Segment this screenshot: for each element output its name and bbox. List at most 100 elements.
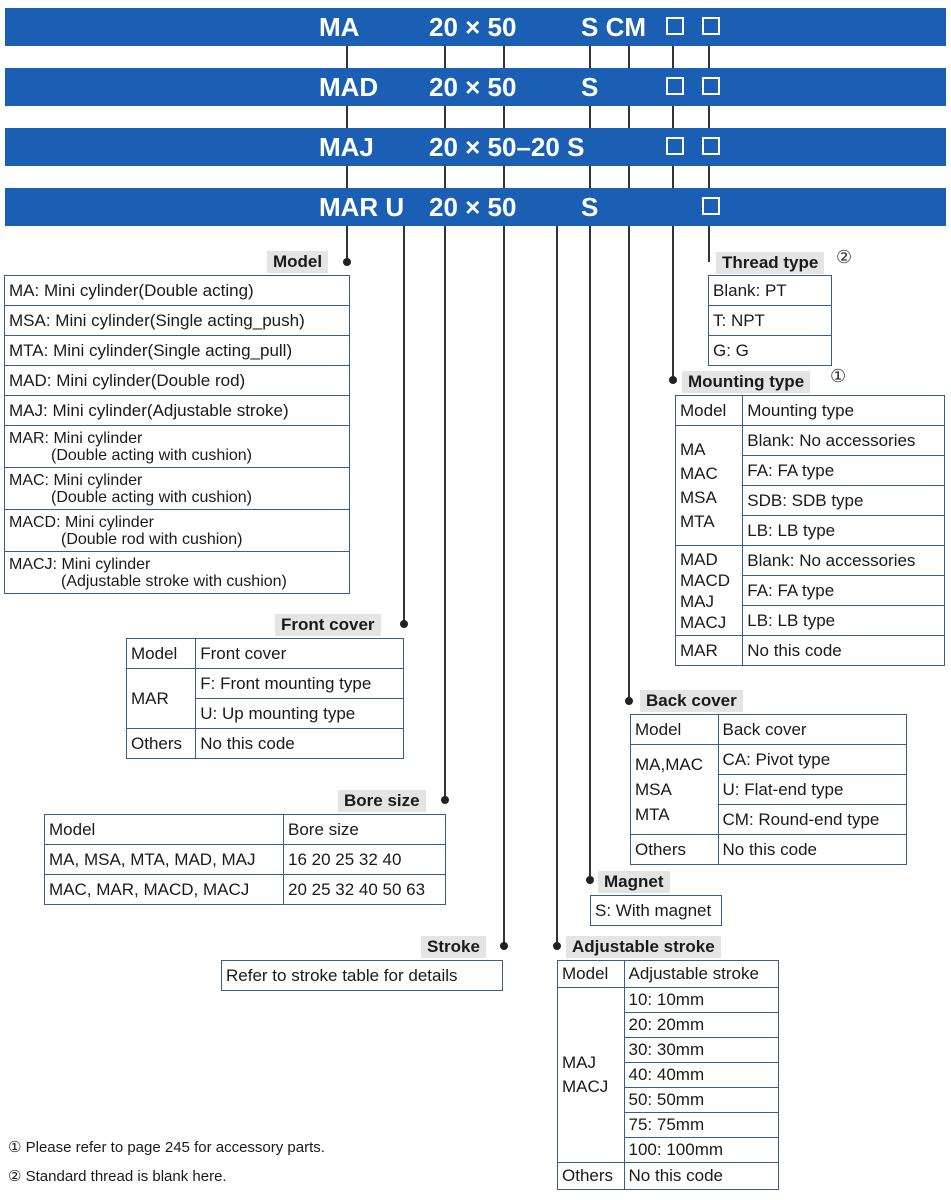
stroke-value: Refer to stroke table for details <box>221 960 503 991</box>
leader-line <box>672 46 674 68</box>
code-size: 20 × 50 <box>429 12 517 42</box>
leader-line <box>444 46 446 68</box>
mounting-models-group2: MAD MACD MAJ MACJ <box>674 545 744 636</box>
leader-mounting-type <box>672 226 674 380</box>
code-row-ma: MA 20 × 50 S CM <box>5 8 946 46</box>
code-size: 20 × 50–20 S <box>429 132 585 162</box>
leader-line <box>628 166 630 188</box>
leader-line <box>444 166 446 188</box>
back-others-value: No this code <box>717 834 907 865</box>
thread-item: Blank: PT <box>708 275 832 306</box>
leader-thread-type <box>708 226 710 262</box>
magnet-label: Magnet <box>598 871 670 893</box>
magnet-table: S: With magnet <box>590 895 722 926</box>
adj-value: 10: 10mm <box>623 987 780 1013</box>
adj-value: 30: 30mm <box>623 1037 780 1063</box>
mounting-value: LB: LB type <box>742 605 945 636</box>
mounting-type-table: Model Mounting type MA MAC MSA MTA Blank… <box>674 395 945 666</box>
bore-header-model: Model <box>44 814 284 845</box>
front-header-value: Front cover <box>195 638 404 669</box>
leader-dot <box>400 620 408 628</box>
code-suffix: S <box>581 72 599 102</box>
adj-others-value: No this code <box>623 1162 780 1190</box>
bore-value: 20 25 32 40 50 63 <box>283 874 446 905</box>
leader-line <box>346 166 348 188</box>
code-row-maj: MAJ 20 × 50–20 S <box>5 128 946 166</box>
leader-line <box>503 166 505 188</box>
mounting-value: FA: FA type <box>742 575 945 606</box>
leader-dot <box>553 942 561 950</box>
leader-line <box>589 166 591 188</box>
model-item: MAJ: Mini cylinder(Adjustable stroke) <box>4 395 350 426</box>
back-value: U: Flat-end type <box>717 774 907 805</box>
thread-type-label: Thread type <box>716 252 825 274</box>
model-item: MAD: Mini cylinder(Double rod) <box>4 365 350 396</box>
model-label: Model <box>267 251 329 273</box>
code-slot-box <box>666 17 684 35</box>
code-size: 20 × 50 <box>429 192 517 222</box>
note-marker: ② <box>836 247 853 267</box>
code-slot-box <box>666 137 684 155</box>
front-value: F: Front mounting type <box>195 668 404 699</box>
front-model: MAR <box>125 668 197 729</box>
mounting-type-label: Mounting type <box>682 371 811 393</box>
leader-line <box>672 106 674 128</box>
leader-magnet <box>589 226 591 878</box>
code-row-mar: MAR U 20 × 50 S <box>5 188 946 226</box>
front-cover-table: Model Front cover MAR F: Front mounting … <box>125 638 404 759</box>
model-item: MAC: Mini cylinder (Double acting with c… <box>4 467 350 510</box>
mounting-value: SDB: SDB type <box>742 485 945 516</box>
leader-line <box>672 166 674 188</box>
model-item: MACJ: Mini cylinder (Adjustable stroke w… <box>4 551 350 594</box>
footnote: ① Please refer to page 245 for accessory… <box>8 1139 325 1156</box>
stroke-table: Refer to stroke table for details <box>221 960 503 991</box>
thread-item: G: G <box>708 335 832 366</box>
leader-adjustable-stroke <box>556 226 558 946</box>
adjustable-stroke-label: Adjustable stroke <box>566 936 721 958</box>
model-item: MSA: Mini cylinder(Single acting_push) <box>4 305 350 336</box>
adj-models: MAJ MACJ <box>557 987 625 1163</box>
adj-value: 75: 75mm <box>623 1112 780 1138</box>
magnet-value: S: With magnet <box>590 895 722 926</box>
leader-line <box>346 106 348 128</box>
back-header-model: Model <box>630 714 719 745</box>
code-model: MAR U <box>319 192 405 222</box>
adj-header-model: Model <box>557 960 625 988</box>
model-table: MA: Mini cylinder(Double acting) MSA: Mi… <box>4 275 350 594</box>
leader-dot <box>500 942 508 950</box>
leader-line <box>589 106 591 128</box>
back-cover-table: Model Back cover MA,MAC MSA MTA CA: Pivo… <box>630 714 907 865</box>
leader-stroke <box>503 226 505 946</box>
footnote: ② Standard thread is blank here. <box>8 1168 227 1185</box>
leader-line <box>444 106 446 128</box>
leader-line <box>628 106 630 128</box>
mounting-models-group1: MA MAC MSA MTA <box>674 425 744 546</box>
bore-header-value: Bore size <box>283 814 446 845</box>
code-row-mad: MAD 20 × 50 S <box>5 68 946 106</box>
model-item: MA: Mini cylinder(Double acting) <box>4 275 350 306</box>
adj-others: Others <box>557 1162 625 1190</box>
leader-line <box>708 106 710 128</box>
back-value: CM: Round-end type <box>717 804 907 835</box>
adj-value: 40: 40mm <box>623 1062 780 1088</box>
thread-type-table: Blank: PT T: NPT G: G <box>708 275 832 366</box>
back-others: Others <box>630 834 719 865</box>
leader-line <box>708 46 710 68</box>
code-suffix: S CM <box>581 12 646 42</box>
bore-size-label: Bore size <box>338 790 426 812</box>
leader-line <box>346 46 348 68</box>
model-item: MACD: Mini cylinder (Double rod with cus… <box>4 509 350 552</box>
mounting-value: Blank: No accessories <box>742 545 945 576</box>
front-cover-label: Front cover <box>275 614 381 636</box>
bore-model: MA, MSA, MTA, MAD, MAJ <box>44 844 284 875</box>
bore-size-table: Model Bore size MA, MSA, MTA, MAD, MAJ 1… <box>44 814 446 905</box>
bore-model: MAC, MAR, MACD, MACJ <box>44 874 284 905</box>
code-slot-box <box>702 197 720 215</box>
mounting-value: No this code <box>742 635 945 666</box>
back-cover-label: Back cover <box>640 690 743 712</box>
back-header-value: Back cover <box>717 714 907 745</box>
mounting-model: MAR <box>674 635 744 666</box>
mounting-value: LB: LB type <box>742 515 945 546</box>
leader-line <box>589 46 591 68</box>
model-item: MTA: Mini cylinder(Single acting_pull) <box>4 335 350 366</box>
